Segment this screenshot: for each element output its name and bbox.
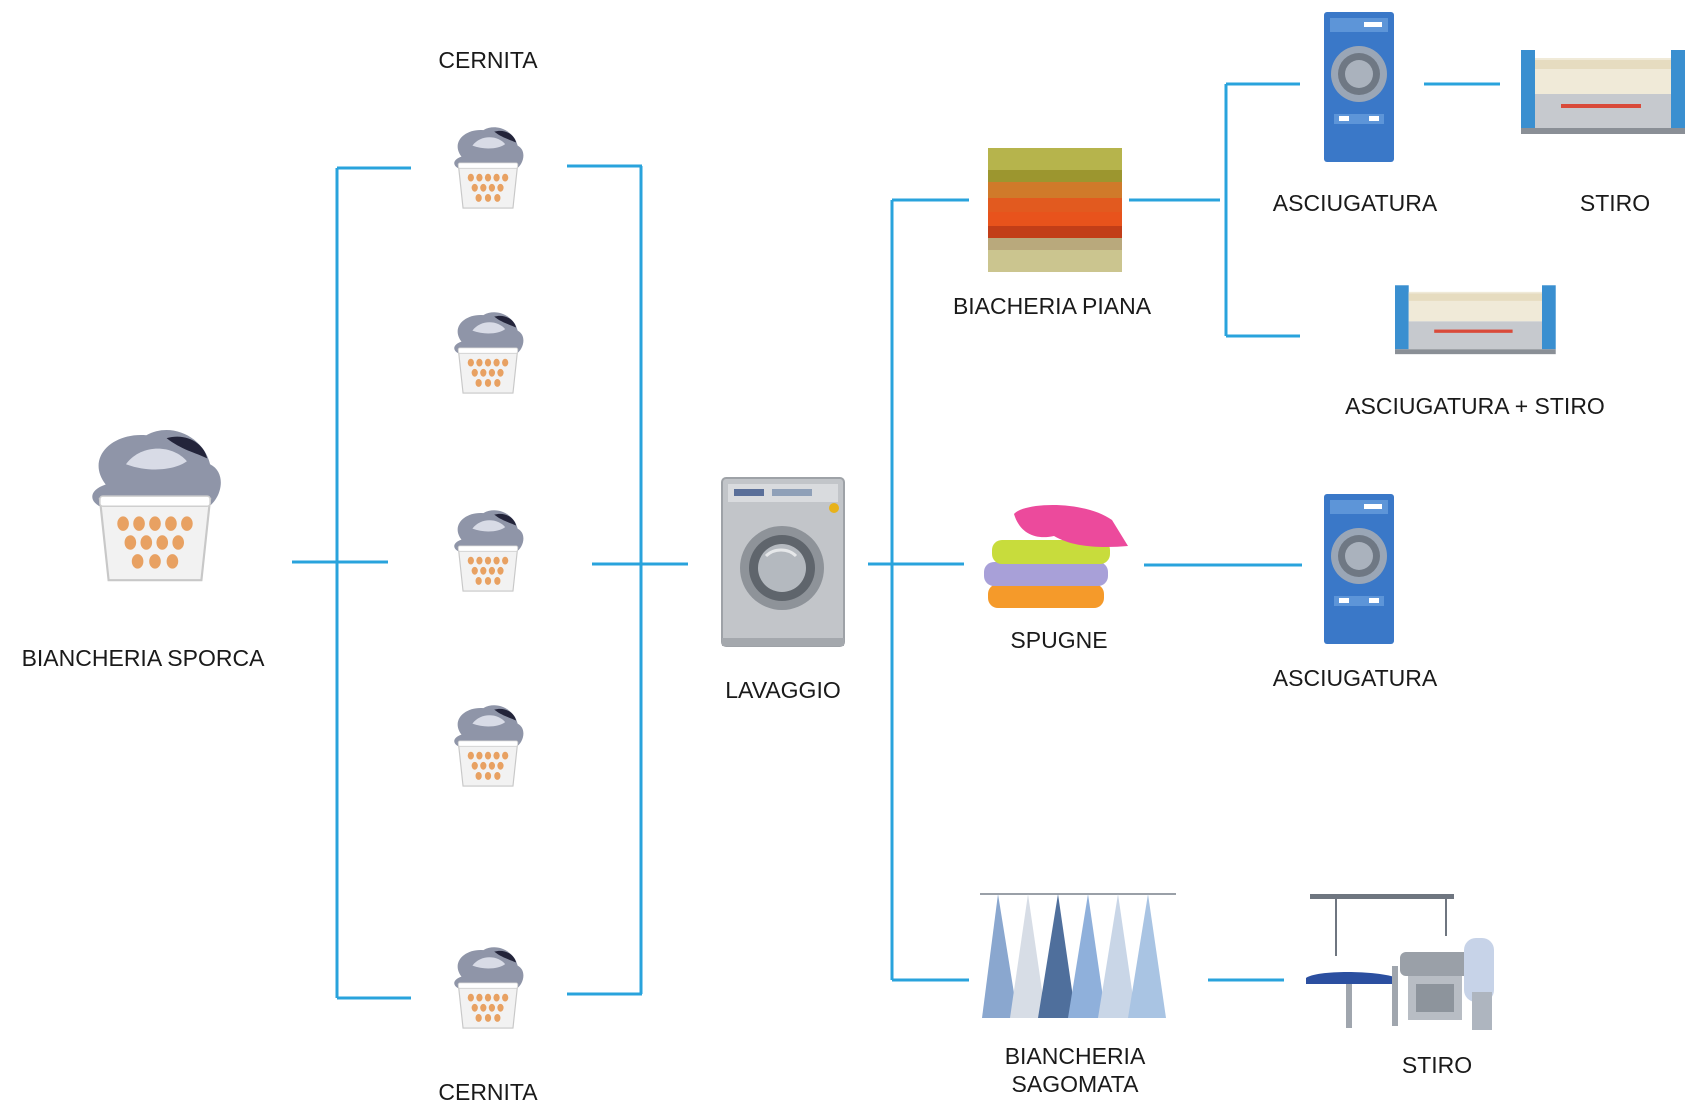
ironing-station-icon: [1306, 894, 1494, 1030]
sorting-basket-icon: [453, 311, 524, 394]
flatwork-ironer-icon: [1395, 285, 1556, 355]
connector-lines: [292, 82, 1500, 1000]
flat-linen-label: BIACHERIA PIANA: [952, 293, 1152, 319]
shaped-linen-label-line1: BIANCHERIA: [1004, 1043, 1146, 1069]
drying-label-top: ASCIUGATURA: [1272, 190, 1438, 216]
dirty-laundry-basket-icon: [91, 428, 222, 582]
tumble-dryer-icon: [1324, 494, 1394, 644]
flat-linen-icon: [988, 148, 1122, 272]
towels-label: SPUGNE: [1010, 627, 1108, 653]
dirty-laundry-label: BIANCHERIA SPORCA: [21, 645, 265, 671]
shaped-linen-label-line2: SAGOMATA: [1011, 1071, 1139, 1097]
flatwork-ironer-icon: [1521, 50, 1685, 134]
shaped-linen-label: BIANCHERIA SAGOMATA: [1005, 1042, 1146, 1098]
drying-ironing-label: ASCIUGATURA + STIRO: [1345, 393, 1605, 419]
sorting-basket-icon: [453, 704, 524, 787]
hanging-shirts-icon: [980, 893, 1176, 1018]
washing-machine-icon: [721, 477, 845, 647]
ironing-shaped-label: STIRO: [1401, 1052, 1473, 1078]
drying-towels-label: ASCIUGATURA: [1272, 665, 1438, 691]
sorting-basket-icon: [453, 509, 524, 592]
sorting-label-bottom: CERNITA: [438, 1079, 538, 1105]
sorting-label-top: CERNITA: [438, 47, 538, 73]
sorting-basket-icon: [453, 126, 524, 209]
sorting-basket-icon: [453, 946, 524, 1029]
tumble-dryer-icon: [1324, 12, 1394, 162]
washing-label: LAVAGGIO: [725, 677, 841, 703]
towels-icon: [984, 504, 1128, 608]
ironing-label-top: STIRO: [1579, 190, 1651, 216]
